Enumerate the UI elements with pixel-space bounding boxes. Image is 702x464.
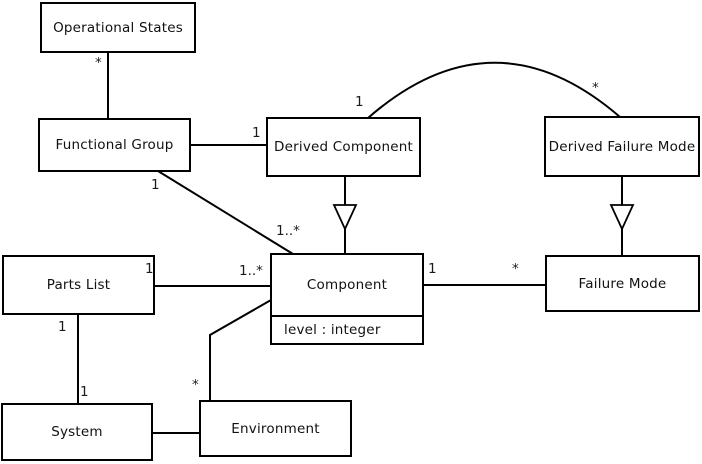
class-component: Component level : integer <box>270 253 424 345</box>
class-name-operational-states: Operational States <box>53 19 183 36</box>
class-name-derived-failure-mode: Derived Failure Mode <box>548 138 696 155</box>
component-attribute-level: level : integer <box>284 322 381 338</box>
generalization-triangle-derived-failure-mode-icon <box>609 204 635 232</box>
association-functional-group-component <box>157 170 294 255</box>
association-environment-component <box>209 299 272 402</box>
component-name-compartment: Component <box>272 255 422 317</box>
multiplicity-functional-group-derived-component: 1 <box>252 125 261 141</box>
component-attribute-compartment: level : integer <box>272 317 422 343</box>
class-name-component: Component <box>306 277 388 293</box>
multiplicity-functional-group-end: 1 <box>151 177 160 193</box>
class-parts-list: Parts List <box>2 255 155 315</box>
multiplicity-derived-failure-mode-arc-end: * <box>592 80 599 96</box>
class-name-parts-list: Parts List <box>46 277 111 293</box>
multiplicity-component-end-failure-mode: 1 <box>428 261 437 277</box>
class-operational-states: Operational States <box>40 2 196 53</box>
class-name-environment: Environment <box>231 420 320 437</box>
class-name-functional-group: Functional Group <box>55 137 174 153</box>
association-arc-derived-component-derived-failure-mode <box>367 61 621 119</box>
multiplicity-operational-states-end: * <box>95 55 102 71</box>
multiplicity-component-end-functional-group: 1..* <box>276 223 300 239</box>
class-name-derived-component: Derived Component <box>274 139 413 155</box>
class-derived-component: Derived Component <box>266 117 421 177</box>
class-name-failure-mode: Failure Mode <box>578 275 667 292</box>
multiplicity-derived-component-arc-end: 1 <box>355 94 364 110</box>
class-environment: Environment <box>199 400 352 457</box>
multiplicity-environment-end: * <box>192 377 199 393</box>
generalization-triangle-derived-component-icon <box>332 204 358 232</box>
multiplicity-parts-list-end: 1 <box>145 261 154 277</box>
class-failure-mode: Failure Mode <box>545 255 700 312</box>
multiplicity-parts-list-system-bottom: 1 <box>80 384 89 400</box>
multiplicity-parts-list-system-top: 1 <box>58 319 67 335</box>
multiplicity-component-end-parts-list: 1..* <box>239 263 263 279</box>
class-name-system: System <box>51 424 103 440</box>
multiplicity-failure-mode-end: * <box>512 261 519 277</box>
class-derived-failure-mode: Derived Failure Mode <box>544 116 700 177</box>
class-system: System <box>1 403 153 461</box>
class-functional-group: Functional Group <box>38 118 191 172</box>
